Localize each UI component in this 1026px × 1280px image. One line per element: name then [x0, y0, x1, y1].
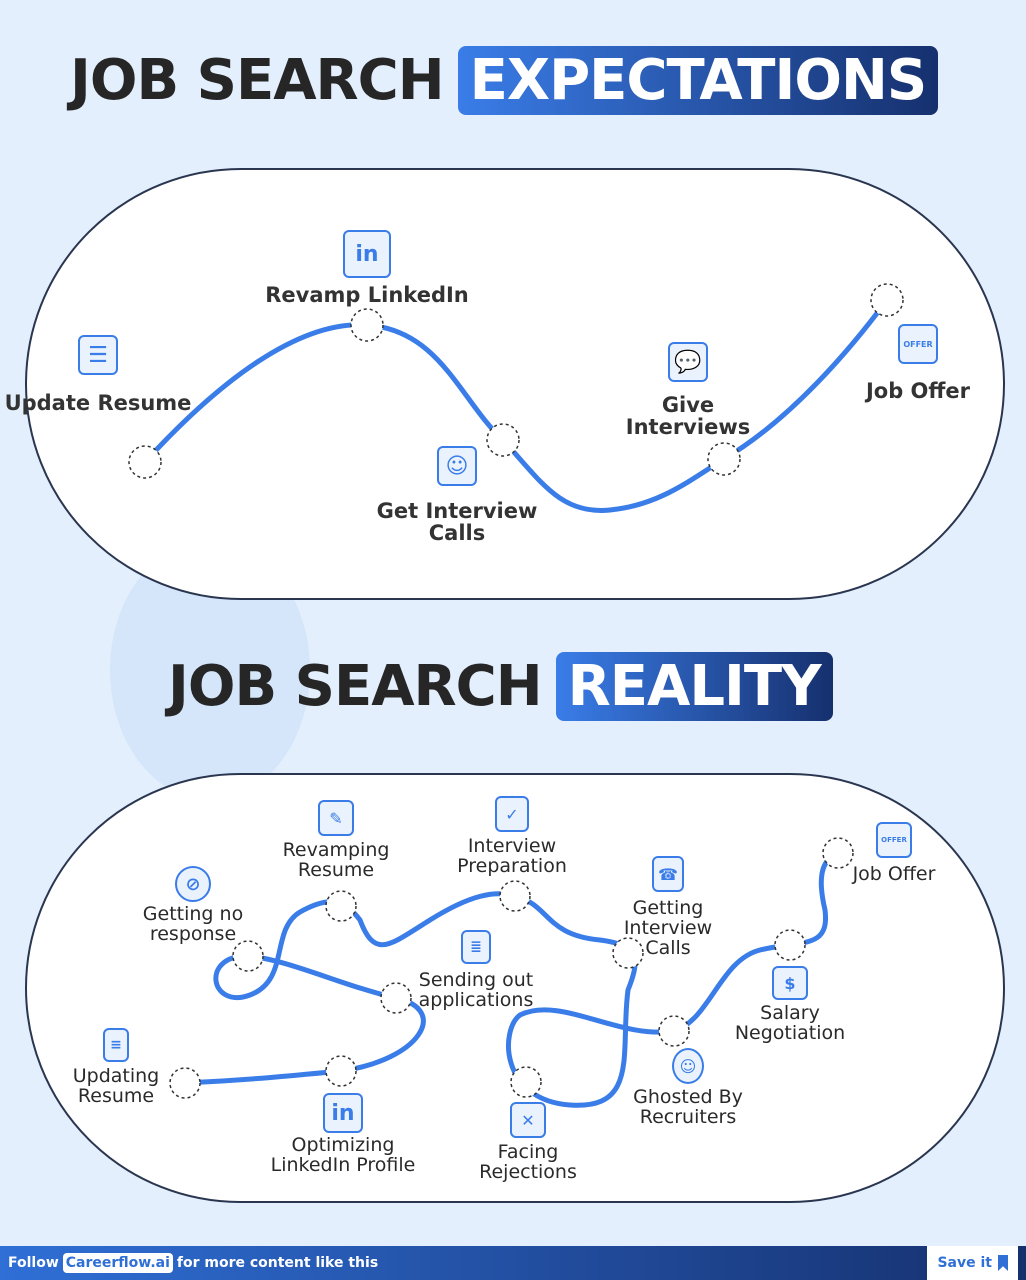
- node: [870, 283, 904, 317]
- step-label: Job Offer: [865, 379, 971, 403]
- phone-call-icon: ☎: [652, 856, 684, 892]
- step-label: Getting Interview Calls: [623, 897, 713, 959]
- expectations-panel: [25, 168, 1005, 600]
- resume-icon: ≡: [103, 1028, 129, 1062]
- recruiter-icon: ☺: [672, 1048, 704, 1084]
- checklist-icon: ✓: [495, 796, 529, 832]
- node: [325, 1055, 357, 1087]
- node: [325, 890, 357, 922]
- title-plain: JOB SEARCH: [70, 48, 445, 113]
- expectations-curve: [143, 298, 890, 513]
- step-label: Job Offer: [852, 863, 936, 885]
- node: [612, 937, 644, 969]
- step-label: Revamp LinkedIn: [265, 283, 469, 307]
- step-label: Salary Negotiation: [734, 1002, 846, 1044]
- node: [232, 940, 264, 972]
- title-plain: JOB SEARCH: [168, 654, 543, 719]
- step-label: Optimizing LinkedIn Profile: [270, 1134, 416, 1176]
- step-label: Get Interview Calls: [376, 499, 538, 545]
- step-label: Ghosted By Recruiters: [633, 1086, 743, 1128]
- step-label: Sending out applications: [418, 969, 534, 1011]
- node: [169, 1067, 201, 1099]
- offer-letter-icon: OFFER: [898, 324, 938, 364]
- step-label: Updating Resume: [72, 1065, 160, 1107]
- node: [774, 929, 806, 961]
- step-label: Revamping Resume: [282, 839, 390, 881]
- title-highlight: REALITY: [555, 652, 833, 721]
- node: [510, 1066, 542, 1098]
- follow-text: Follow: [8, 1255, 59, 1271]
- node: [380, 982, 412, 1014]
- save-button[interactable]: Save it: [927, 1246, 1018, 1280]
- step-label: Give Interviews: [625, 393, 751, 439]
- step-label: Interview Preparation: [457, 835, 567, 877]
- no-response-icon: ⊘: [175, 866, 211, 902]
- node: [350, 308, 384, 342]
- footer-text: for more content like this: [176, 1255, 379, 1271]
- node: [486, 423, 520, 457]
- bookmark-icon: [998, 1255, 1008, 1271]
- node: [822, 837, 854, 869]
- offer-letter-icon: OFFER: [876, 822, 912, 858]
- linkedin-icon: in: [343, 230, 391, 278]
- step-label: Getting no response: [142, 903, 244, 945]
- interview-icon: 💬: [668, 342, 708, 382]
- brand-link[interactable]: Careerflow.ai: [62, 1253, 173, 1273]
- step-label: Update Resume: [4, 391, 192, 415]
- node: [658, 1015, 690, 1047]
- application-icon: ≣: [461, 930, 491, 964]
- linkedin-icon: in: [323, 1093, 363, 1133]
- rejection-icon: ✕: [510, 1102, 546, 1138]
- node: [499, 880, 531, 912]
- footer-bar: Follow Careerflow.ai for more content li…: [0, 1246, 1026, 1280]
- resume-icon: ☰: [78, 335, 118, 375]
- save-label: Save it: [937, 1255, 992, 1271]
- nodes: [128, 283, 904, 1099]
- video-call-icon: ☺: [437, 446, 477, 486]
- node: [707, 442, 741, 476]
- expectations-title: JOB SEARCH EXPECTATIONS: [70, 46, 939, 115]
- node: [128, 445, 162, 479]
- salary-icon: $: [772, 966, 808, 1000]
- step-label: Facing Rejections: [479, 1141, 577, 1183]
- reality-title: JOB SEARCH REALITY: [168, 652, 833, 721]
- resume-edit-icon: ✎: [318, 800, 354, 836]
- title-highlight: EXPECTATIONS: [457, 46, 939, 115]
